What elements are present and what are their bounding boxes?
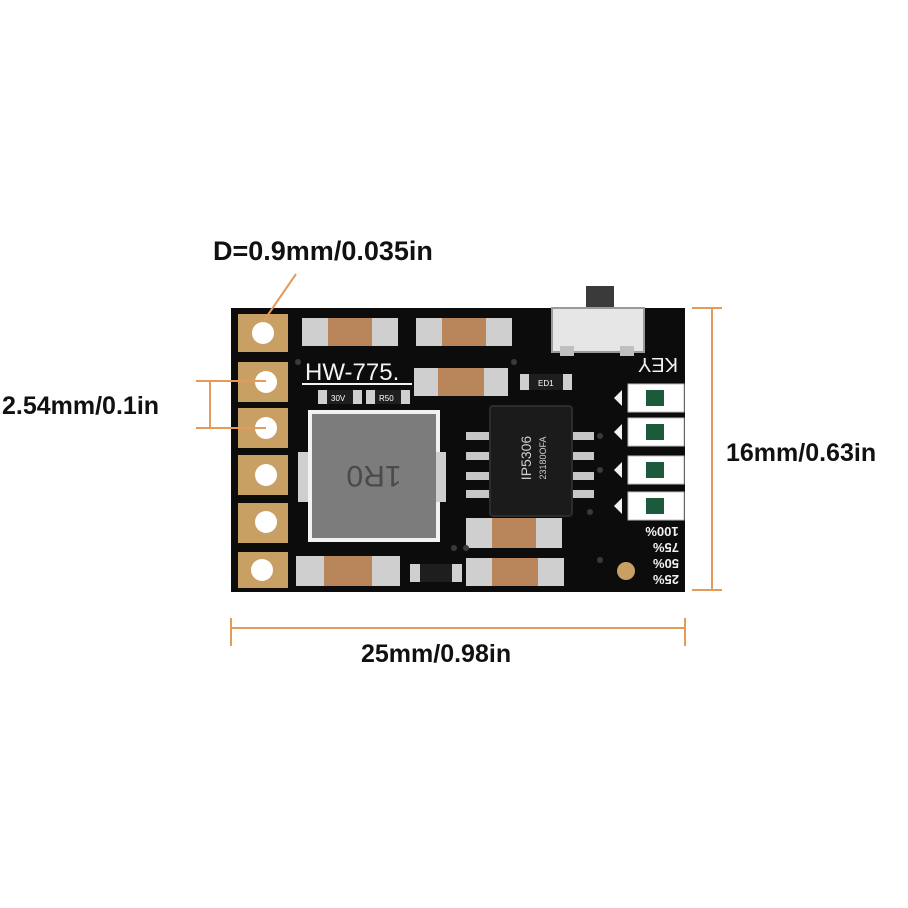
model-silkscreen: HW-775. (305, 359, 399, 386)
slide-switch (551, 286, 645, 356)
hole-diameter-label: D=0.9mm/0.035in (213, 236, 433, 266)
led (614, 383, 685, 413)
ic-chip: IP5306 23180OFA (466, 405, 594, 517)
mid-capacitor (414, 368, 508, 396)
key-silkscreen: KEY (638, 353, 678, 375)
percent-labels: 100% 75% 50% 25% (645, 524, 679, 587)
chip-text-2: 23180OFA (538, 436, 548, 479)
pcb-board (231, 308, 685, 592)
chip-text-1: IP5306 (518, 436, 534, 481)
percent-label: 100% (645, 524, 679, 539)
width-label: 25mm/0.98in (361, 640, 512, 668)
percent-label: 25% (653, 572, 679, 587)
led (614, 455, 685, 485)
small-label: ED1 (538, 379, 554, 388)
pin-pad (238, 455, 288, 495)
small-resistor: 30V (318, 390, 362, 404)
vias (295, 359, 603, 563)
dimension-lines (196, 273, 722, 646)
inductor-marking: 1R0 (346, 459, 401, 492)
pin-pitch-label: 2.54mm/0.1in (2, 392, 160, 420)
height-label: 16mm/0.63in (726, 439, 877, 467)
inductor: 1R0 (298, 410, 446, 542)
hole-leader-line (262, 273, 297, 323)
small-resistor: R50 (366, 390, 410, 404)
percent-label: 75% (653, 540, 679, 555)
small-label: R50 (379, 394, 394, 403)
bottom-capacitor (466, 558, 564, 586)
small-label: 30V (331, 394, 346, 403)
pin-pad (238, 552, 288, 588)
small-resistor (410, 564, 462, 582)
test-pad (617, 562, 635, 580)
percent-label: 50% (653, 556, 679, 571)
pin-pad (238, 314, 288, 352)
pin-pad (238, 503, 288, 543)
small-resistor: ED1 (520, 374, 572, 390)
bottom-capacitor (296, 556, 400, 586)
top-capacitor (416, 318, 512, 346)
led-indicators (614, 383, 685, 521)
led (614, 491, 685, 521)
led (614, 417, 685, 447)
bottom-capacitor (466, 518, 562, 548)
top-capacitor (302, 318, 398, 346)
